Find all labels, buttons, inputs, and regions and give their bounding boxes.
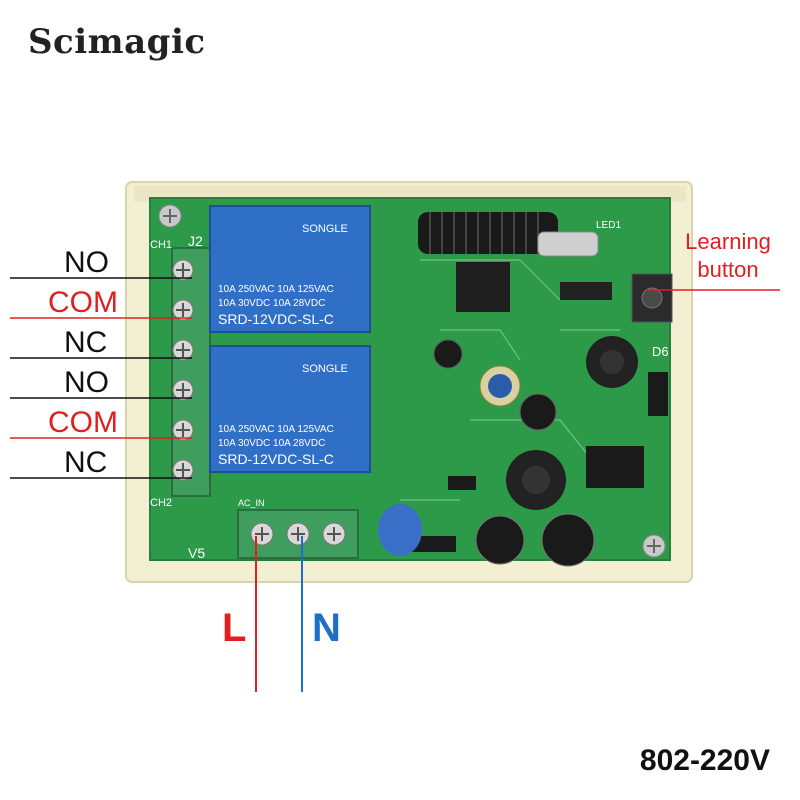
- crystal: [537, 231, 599, 257]
- svg-text:10A 250VAC 10A 125VAC: 10A 250VAC 10A 125VAC: [218, 284, 334, 295]
- label-nc-1: NC: [64, 326, 108, 359]
- label-com-1: COM: [48, 286, 118, 319]
- model-number: 802-220V: [639, 744, 770, 777]
- power-ic: [586, 446, 644, 488]
- learning-button-switch: [631, 273, 673, 323]
- svg-text:SRD-12VDC-SL-C: SRD-12VDC-SL-C: [218, 451, 334, 467]
- silk-v5: V5: [188, 545, 205, 561]
- relay-2: SONGLE 10A 250VAC 10A 125VAC 10A 30VDC 1…: [209, 345, 371, 473]
- capacitors: [433, 339, 595, 567]
- jumper: [560, 282, 612, 300]
- safety-capacitor: [378, 504, 422, 556]
- learning-button-label: Learning button: [668, 228, 788, 284]
- label-nc-2: NC: [64, 446, 108, 479]
- live-label: L: [222, 606, 247, 650]
- silk-ch2: CH2: [150, 497, 172, 509]
- label-no-2: NO: [64, 366, 109, 399]
- learning-button-line1: Learning: [685, 229, 771, 254]
- svg-text:10A 30VDC 10A 28VDC: 10A 30VDC 10A 28VDC: [218, 438, 325, 449]
- silk-ch1: CH1: [150, 239, 172, 251]
- terminal-screws: [172, 259, 194, 481]
- ac-terminal-screws: [250, 522, 346, 546]
- neutral-label: N: [312, 606, 341, 650]
- decoder-chip: [456, 262, 510, 312]
- screw-top-left: [158, 204, 182, 228]
- relay-1: SONGLE 10A 250VAC 10A 125VAC 10A 30VDC 1…: [209, 205, 371, 333]
- silk-led1: LED1: [596, 220, 621, 231]
- brand-logo: Scimagic: [28, 22, 206, 62]
- terminal-label-lines: [10, 277, 192, 479]
- svg-text:10A 30VDC 10A 28VDC: 10A 30VDC 10A 28VDC: [218, 298, 325, 309]
- svg-text:SONGLE: SONGLE: [302, 363, 348, 375]
- label-no-1: NO: [64, 246, 109, 279]
- output-terminal-block: [171, 247, 211, 497]
- learning-button-line2: button: [697, 257, 759, 282]
- svg-text:10A 250VAC 10A 125VAC: 10A 250VAC 10A 125VAC: [218, 424, 334, 435]
- silk-d6: D6: [652, 344, 669, 359]
- svg-text:SONGLE: SONGLE: [302, 223, 348, 235]
- svg-text:SRD-12VDC-SL-C: SRD-12VDC-SL-C: [218, 311, 334, 327]
- silk-j2: J2: [188, 233, 203, 249]
- antenna-coil: [418, 212, 558, 254]
- silk-ac-in: AC_IN: [238, 498, 265, 508]
- screw-bottom-right: [642, 534, 666, 558]
- label-com-2: COM: [48, 406, 118, 439]
